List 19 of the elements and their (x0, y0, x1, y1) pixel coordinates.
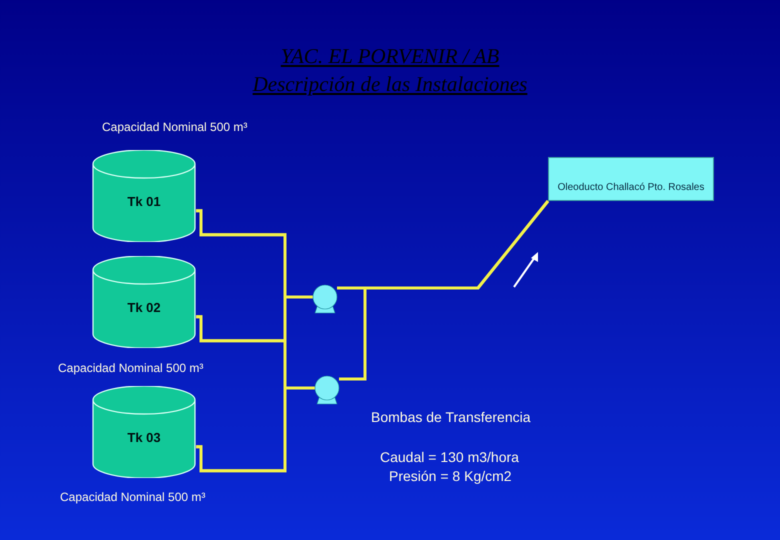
tank-label: Tk 03 (126, 430, 162, 445)
pump-icon (312, 284, 338, 314)
storage-tank (92, 150, 196, 242)
pipeline-box (548, 157, 714, 201)
pipe-line (196, 386, 315, 472)
capacity-label: Capacidad Nominal 500 m³ (58, 361, 204, 375)
pump-spec: Bombas de Transferencia (371, 409, 531, 425)
tank-label: Tk 02 (126, 300, 162, 315)
storage-tank (92, 386, 196, 478)
title: YAC. EL PORVENIR / AB Descripción de las Instalaciones (252, 43, 528, 98)
tank-label: Tk 01 (126, 194, 162, 209)
pump-spec: Caudal = 130 m3/hora (380, 449, 519, 465)
pipe-line (339, 200, 550, 380)
capacity-label: Capacidad Nominal 500 m³ (60, 490, 206, 504)
pump-icon (314, 375, 340, 405)
pipeline-label: Oleoducto Challacó Pto. Rosales (556, 182, 706, 193)
storage-tank (92, 256, 196, 348)
capacity-label: Capacidad Nominal 500 m³ (102, 120, 248, 134)
pump-spec: Presión = 8 Kg/cm2 (389, 468, 512, 484)
